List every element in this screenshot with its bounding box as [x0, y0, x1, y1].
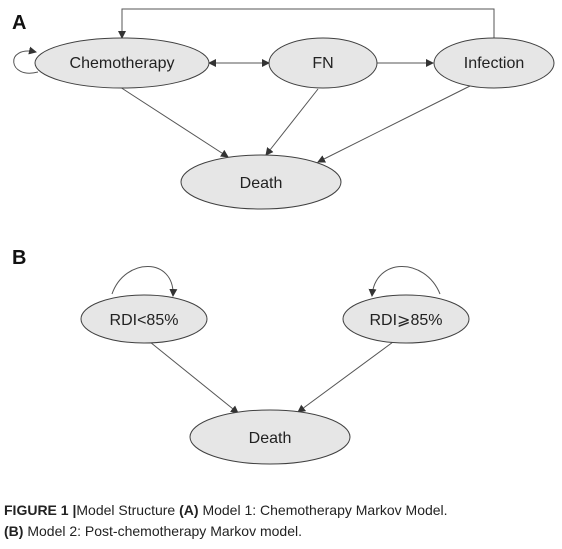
node-chemotherapy: Chemotherapy — [34, 37, 210, 89]
self-loop-rdi-low — [111, 266, 178, 297]
node-death-a: Death — [180, 154, 342, 210]
edge-rdi-low-to-death — [149, 341, 239, 414]
caption-part-b-text: Model 2: Post-chemotherapy Markov model. — [27, 523, 303, 539]
edge-chemotherapy-to-death — [119, 86, 229, 158]
figure-caption: FIGURE 1 |Model Structure (A) Model 1: C… — [4, 500, 558, 542]
caption-line-1: FIGURE 1 |Model Structure (A) Model 1: C… — [4, 500, 558, 521]
edge-fn-to-death — [265, 88, 319, 156]
node-rdi-high-label: RDI⩾85% — [370, 312, 443, 329]
node-infection: Infection — [433, 37, 555, 89]
node-fn: FN — [268, 37, 378, 89]
node-fn-label: FN — [312, 55, 333, 72]
self-loop-chemotherapy — [13, 46, 39, 74]
node-chemotherapy-label: Chemotherapy — [70, 55, 175, 72]
caption-part-a-text: Model 1: Chemotherapy Markov Model. — [202, 502, 448, 518]
self-loop-rdi-high — [368, 266, 441, 297]
node-death-b: Death — [189, 409, 351, 465]
caption-line-2: (B) Model 2: Post-chemotherapy Markov mo… — [4, 521, 558, 542]
edge-infection-to-chemotherapy — [118, 8, 495, 39]
panel-a-label: A — [12, 12, 26, 34]
panel-b-label: B — [12, 247, 26, 269]
node-rdi-high: RDI⩾85% — [342, 294, 470, 344]
edge-rdi-high-to-death — [297, 341, 394, 413]
edge-infection-to-death — [317, 85, 471, 163]
caption-part-b-label: (B) — [4, 523, 24, 539]
node-rdi-low-label: RDI<85% — [110, 312, 179, 329]
caption-separator: | — [72, 502, 77, 518]
caption-figure-label: FIGURE 1 — [4, 502, 69, 518]
caption-title: Model Structure — [76, 502, 176, 518]
caption-part-a-label: (A) — [179, 502, 199, 518]
node-infection-label: Infection — [464, 55, 524, 72]
node-death-a-label: Death — [240, 175, 283, 192]
node-rdi-low: RDI<85% — [80, 294, 208, 344]
node-death-b-label: Death — [249, 430, 292, 447]
